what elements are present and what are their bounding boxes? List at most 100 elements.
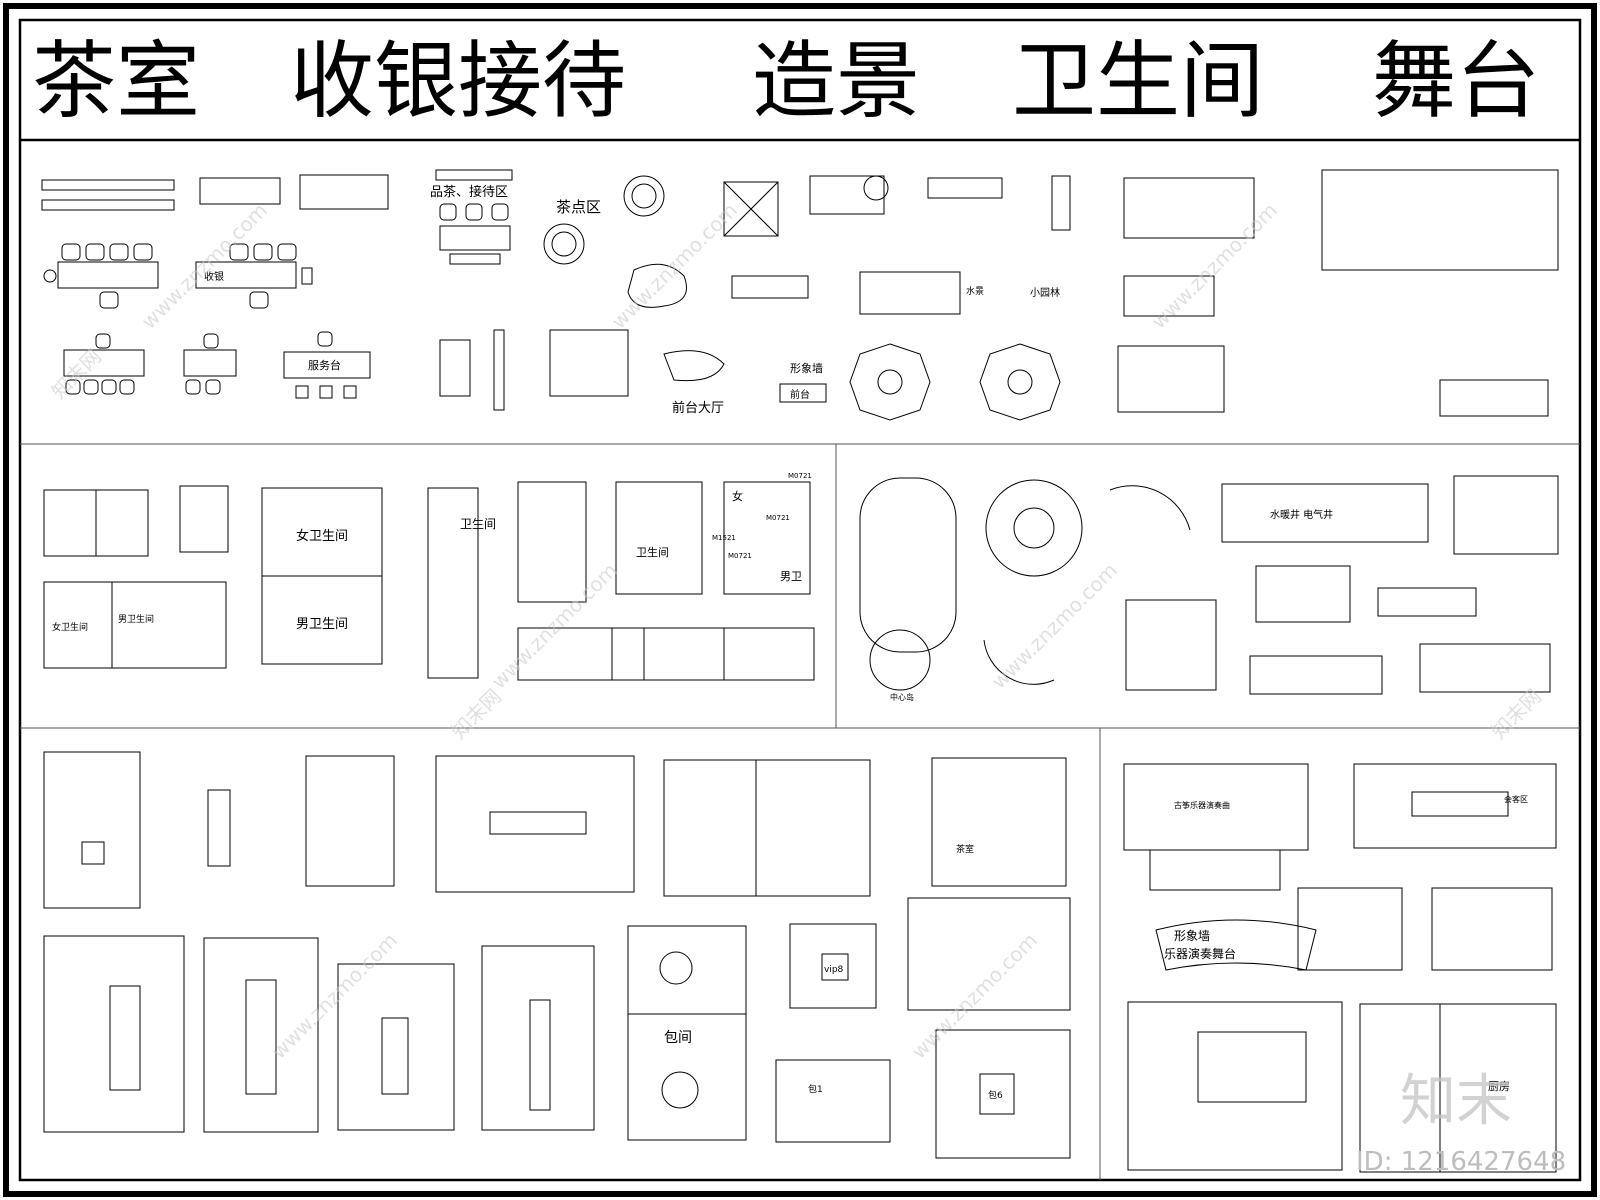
watermark-text: www.znzmo.com bbox=[487, 558, 623, 694]
male-restroom-label: 男卫 bbox=[780, 570, 802, 583]
stone-paving bbox=[1117, 345, 1225, 413]
round-table bbox=[623, 175, 665, 217]
tea-room-plan bbox=[305, 755, 395, 887]
stone-paving bbox=[1123, 275, 1215, 317]
meeting-table bbox=[109, 985, 141, 1091]
women-wc-small-label: 女卫生间 bbox=[52, 621, 88, 633]
kitchen-plan bbox=[1359, 1003, 1557, 1173]
round-table bbox=[551, 231, 577, 257]
stage-plan bbox=[1123, 763, 1309, 851]
planter-bench bbox=[731, 275, 809, 299]
single-restroom bbox=[615, 481, 703, 595]
long-restroom bbox=[517, 627, 815, 681]
water-strip bbox=[1377, 587, 1477, 617]
vip-room-label: vip8 bbox=[824, 965, 844, 975]
water-feature-label: 水景 bbox=[966, 285, 984, 297]
watermark-brand: 知末网 bbox=[1487, 684, 1546, 743]
floor-tile-pattern bbox=[723, 181, 779, 237]
pavilion-center bbox=[877, 369, 903, 395]
round-platform bbox=[869, 629, 931, 691]
front-desk-box bbox=[779, 383, 827, 403]
round-table-large bbox=[985, 479, 1083, 577]
vip-table bbox=[821, 953, 849, 981]
garden-terrace bbox=[1419, 643, 1551, 693]
pavilion bbox=[849, 343, 931, 421]
round-table-inner bbox=[1013, 507, 1055, 549]
corner-restroom bbox=[517, 481, 587, 603]
section-tea-cashier-landscape: 收银 服务台 品茶、接待区 bbox=[41, 169, 1559, 421]
reception-counter bbox=[435, 169, 513, 181]
shaft-well bbox=[1221, 483, 1429, 543]
deck-pergola bbox=[1321, 169, 1559, 271]
door-tag: M0721 bbox=[728, 552, 752, 560]
vip-room-plan bbox=[789, 923, 877, 1009]
cashier-desk-2: 收银 bbox=[195, 243, 313, 309]
reception-desk bbox=[199, 177, 281, 205]
tea-counter bbox=[207, 789, 231, 867]
stair-box bbox=[1453, 475, 1559, 555]
service-desk: 服务台 bbox=[283, 331, 371, 399]
stair-plan bbox=[1125, 599, 1217, 691]
title-word-tea-room: 茶室 bbox=[32, 32, 200, 130]
title-word-restroom: 卫生间 bbox=[1012, 32, 1264, 130]
brand-logo: 知末 bbox=[1400, 1069, 1512, 1134]
meeting-room-plan bbox=[337, 963, 455, 1131]
reception-desk bbox=[299, 174, 389, 210]
outer-border bbox=[3, 3, 1597, 1197]
meeting-room-plan bbox=[43, 935, 185, 1133]
meeting-room-plan bbox=[203, 937, 319, 1133]
narrow-restroom bbox=[427, 487, 479, 679]
stage-image-wall-label: 形象墙 bbox=[1174, 929, 1210, 943]
tea-room-plan bbox=[663, 759, 871, 897]
pavilion bbox=[979, 343, 1061, 421]
guest-area-table bbox=[1411, 791, 1509, 817]
restroom-block bbox=[43, 581, 227, 669]
tea-table-square bbox=[81, 841, 105, 865]
stage-top-label: 古筝乐器演奏曲 bbox=[1174, 800, 1230, 810]
reception-room-plan bbox=[1431, 887, 1553, 971]
front-lobby-label: 前台大厅 bbox=[672, 400, 724, 416]
section-tea-rooms: 茶室 包间 vip8 包1 包6 bbox=[43, 751, 1071, 1159]
front-desk-label: 前台 bbox=[790, 388, 810, 401]
stair-run bbox=[1249, 655, 1383, 695]
meeting-table bbox=[381, 1017, 409, 1095]
courtyard-grid bbox=[1127, 1001, 1343, 1171]
pond-strip bbox=[927, 177, 1003, 199]
watermark-text: www.znzmo.com bbox=[987, 558, 1123, 694]
round-label: 中心岛 bbox=[890, 692, 914, 702]
tea-room-plan bbox=[43, 751, 141, 909]
inner-border bbox=[18, 18, 1582, 1182]
womens-restroom-label: 女卫生间 bbox=[296, 528, 348, 544]
female-label: 女 bbox=[732, 489, 743, 503]
landscape-pond bbox=[627, 263, 687, 308]
image-wall-label: 形象墙 bbox=[790, 361, 823, 375]
private-room-plan bbox=[775, 1059, 891, 1143]
office-desk bbox=[439, 339, 471, 397]
counter-block bbox=[41, 179, 175, 191]
stage-steps bbox=[1149, 850, 1281, 891]
small-table-set bbox=[183, 333, 237, 395]
small-garden-label: 小园林 bbox=[1030, 286, 1060, 299]
round-dining-table bbox=[661, 1071, 699, 1109]
restroom-vertical-label-text: 卫生间 bbox=[460, 517, 496, 531]
shower-unit bbox=[179, 485, 229, 553]
meeting-table bbox=[245, 979, 277, 1095]
water-feature bbox=[859, 271, 961, 315]
tea-room-plan bbox=[435, 755, 635, 893]
front-lobby-wall bbox=[549, 329, 629, 397]
tea-snack-label: 茶点区 bbox=[556, 198, 601, 216]
reception-room-plan bbox=[1297, 887, 1403, 971]
courtyard-center bbox=[1197, 1031, 1307, 1103]
title-word-landscape: 造景 bbox=[752, 32, 920, 130]
section-restrooms: 女卫生间 男卫生间 女卫生间 男卫生间 卫生间 卫生间 女 男卫 M0721 M… bbox=[43, 472, 815, 681]
well-label: 水暖井 电气井 bbox=[1270, 508, 1333, 521]
gender-restroom bbox=[723, 481, 811, 595]
water-label-box bbox=[1051, 175, 1071, 231]
stage-arc bbox=[1155, 919, 1317, 971]
title-bar: 茶室 收银接待 造景 卫生间 舞台 bbox=[32, 32, 1540, 130]
tea-bar bbox=[529, 999, 551, 1111]
lobby-desk bbox=[663, 350, 725, 382]
cashier-desk-1 bbox=[43, 243, 159, 309]
image-id: ID: 1216427648 bbox=[1356, 1147, 1566, 1177]
